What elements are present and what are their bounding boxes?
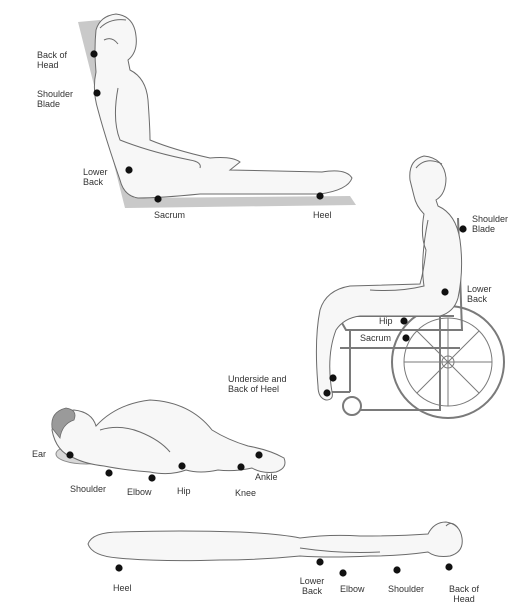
label-lower-back: Lower Back — [83, 167, 108, 187]
side-lying-figure — [52, 400, 285, 474]
label-heel-supine: Heel — [113, 583, 132, 593]
dot-elbow-side — [148, 474, 155, 481]
dot-heel-supine — [115, 564, 122, 571]
supine-figure — [88, 522, 462, 561]
dot-back-of-head-sitting — [90, 50, 97, 57]
label-back-of-head: Back of Head — [37, 50, 67, 70]
label-sacrum: Sacrum — [154, 210, 185, 220]
wheelchair-arm — [370, 220, 428, 291]
label-sacrum-wheelchair: Sacrum — [360, 333, 391, 343]
dot-hip-wheelchair — [400, 317, 407, 324]
label-ear: Ear — [32, 449, 46, 459]
dot-sacrum-sitting — [154, 195, 161, 202]
label-ankle-side: Ankle — [255, 472, 278, 482]
sitting-body — [94, 14, 352, 198]
label-shoulder-blade: Shoulder Blade — [37, 89, 73, 109]
dot-lower-back-supine — [316, 558, 323, 565]
dot-ear-side — [66, 451, 73, 458]
dot-elbow-supine — [339, 569, 346, 576]
dot-heel-sitting — [316, 192, 323, 199]
dot-shoulder-supine — [393, 566, 400, 573]
dot-sacrum-wheelchair — [402, 334, 409, 341]
label-elbow-side: Elbow — [127, 487, 152, 497]
label-hip-side: Hip — [177, 486, 191, 496]
dot-lower-back-sitting — [125, 166, 132, 173]
label-underside-heel: Underside and Back of Heel — [228, 374, 287, 394]
dot-underside-heel-2 — [323, 389, 330, 396]
label-heel: Heel — [313, 210, 332, 220]
supine-body — [88, 522, 462, 561]
sitting-reclined-figure — [78, 14, 356, 208]
dot-lower-back-wheelchair — [441, 288, 448, 295]
caster-wheel — [343, 397, 361, 415]
label-lower-back-wheelchair: Lower Back — [467, 284, 492, 304]
dot-shoulder-side — [105, 469, 112, 476]
label-lower-back-supine: Lower Back — [291, 576, 333, 596]
dot-knee-side — [237, 463, 244, 470]
label-shoulder-blade-wheelchair: Shoulder Blade — [472, 214, 508, 234]
label-elbow-supine: Elbow — [340, 584, 365, 594]
dot-hip-side — [178, 462, 185, 469]
label-hip-wheelchair: Hip — [379, 316, 393, 326]
dot-back-of-head-supine — [445, 563, 452, 570]
label-back-of-head-supine: Back of Head — [441, 584, 487, 604]
side-lying-body — [52, 400, 285, 474]
label-knee-side: Knee — [235, 488, 256, 498]
dot-shoulder-blade-wheelchair — [459, 225, 466, 232]
dot-shoulder-blade-sitting — [93, 89, 100, 96]
dot-ankle-side — [255, 451, 262, 458]
label-shoulder-side: Shoulder — [70, 484, 106, 494]
dot-underside-heel-1 — [329, 374, 336, 381]
wheel-spokes — [404, 318, 492, 406]
label-shoulder-supine: Shoulder — [388, 584, 424, 594]
